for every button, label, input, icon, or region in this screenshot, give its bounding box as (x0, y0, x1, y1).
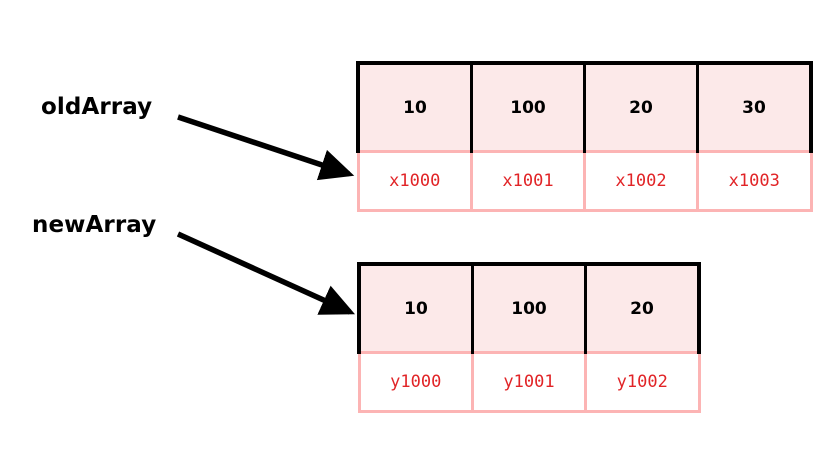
new-array-address-cell-0: y1000 (357, 351, 474, 413)
old-array-table: 10 100 20 30 x1000 x1001 x1002 x1003 (356, 61, 813, 212)
oldarray-pointer-label: oldArray (41, 94, 153, 120)
new-array-address-cell-2: y1002 (584, 351, 701, 413)
old-array-value-cell-3: 30 (696, 61, 813, 152)
oldarray-pointer-arrow (177, 114, 355, 181)
new-array-address-cell-1: y1001 (471, 351, 587, 413)
old-array-value-cell-0: 10 (356, 61, 473, 152)
old-array-address-cell-0: x1000 (356, 150, 473, 212)
old-array-address-cell-3: x1003 (696, 150, 813, 212)
newarray-pointer-arrow (176, 231, 356, 315)
new-array-table: 10 100 20 y1000 y1001 y1002 (357, 262, 701, 413)
new-array-value-row: 10 100 20 (357, 262, 701, 353)
newarray-pointer-label: newArray (32, 212, 157, 238)
old-array-value-cell-2: 20 (583, 61, 699, 152)
new-array-address-row: y1000 y1001 y1002 (357, 351, 701, 413)
old-array-address-row: x1000 x1001 x1002 x1003 (356, 150, 813, 212)
new-array-value-cell-2: 20 (584, 262, 701, 353)
old-array-value-cell-1: 100 (470, 61, 586, 152)
new-array-value-cell-1: 100 (471, 262, 587, 353)
new-array-value-cell-0: 10 (357, 262, 474, 353)
old-array-address-cell-2: x1002 (583, 150, 699, 212)
old-array-value-row: 10 100 20 30 (356, 61, 813, 152)
old-array-address-cell-1: x1001 (470, 150, 586, 212)
